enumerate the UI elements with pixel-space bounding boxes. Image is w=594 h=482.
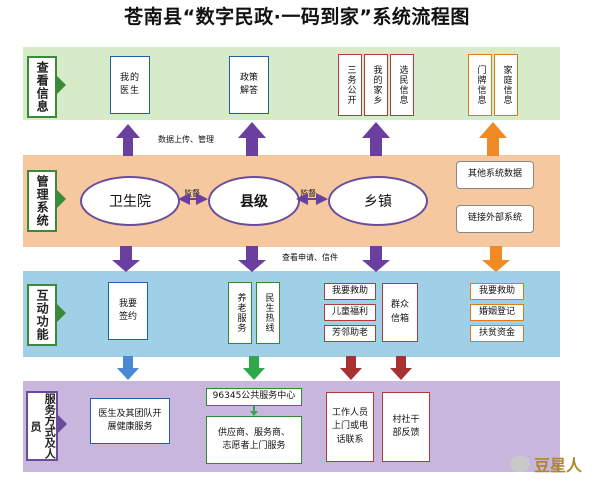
box-cadres[interactable]: 村社干部反馈 <box>382 392 430 462</box>
arrow-down-hospital <box>112 246 140 272</box>
band-arrow-service <box>56 413 67 435</box>
box-door[interactable]: 门牌信息 <box>468 54 492 116</box>
box-livelihood[interactable]: 民生热线 <box>256 282 280 344</box>
box-my-doctor[interactable]: 我的医生 <box>110 56 150 114</box>
arrow-up-town <box>362 122 390 156</box>
note-supervise-right: 监督 <box>300 189 316 198</box>
watermark-logo-icon <box>509 456 530 472</box>
band-arrow-view <box>55 74 66 96</box>
box-elderly[interactable]: 养老服务 <box>228 282 252 344</box>
page-title: 苍南县“数字民政·一码到家”系统流程图 <box>124 6 470 28</box>
band-label-view: 查看信息 <box>27 56 57 118</box>
box-suppliers[interactable]: 供应商、服务商、志愿者上门服务 <box>206 416 302 464</box>
box-other-data[interactable]: 其他系统数据 <box>456 161 534 189</box>
watermark-text: 豆星人 <box>533 456 582 475</box>
box-rescue-2[interactable]: 我要救助 <box>470 283 524 300</box>
arrow-down-elderly <box>243 356 265 380</box>
watermark: 豆星人 <box>509 452 582 476</box>
box-poverty[interactable]: 扶贫资金 <box>470 325 524 342</box>
box-elected[interactable]: 选民信息 <box>390 54 414 116</box>
node-hospital[interactable]: 卫生院 <box>80 176 180 226</box>
arrow-down-rescue <box>340 356 362 380</box>
band-label-service: 服务方式及人员 <box>26 391 58 461</box>
arrow-down-mailbox <box>390 356 412 380</box>
node-town[interactable]: 乡镇 <box>328 176 428 226</box>
box-sign[interactable]: 我要签约 <box>108 282 148 340</box>
note-upload: 数据上传、管理 <box>158 135 214 144</box>
arrow-up-policy <box>238 122 266 156</box>
box-doctor-team[interactable]: 医生及其团队开展健康服务 <box>90 398 170 444</box>
arrow-down-orange <box>482 246 510 272</box>
box-mass-mailbox[interactable]: 群众信箱 <box>382 283 418 342</box>
arrow-down-town <box>362 246 390 272</box>
box-myhome[interactable]: 我的家乡 <box>364 54 388 116</box>
box-family[interactable]: 家庭信息 <box>494 54 518 116</box>
box-child-welfare[interactable]: 儿童福利 <box>324 304 376 321</box>
box-staff[interactable]: 工作人员上门或电话联系 <box>326 392 374 462</box>
box-hotline[interactable]: 96345公共服务中心 <box>206 388 302 406</box>
band-label-service-text: 服务方式及人员 <box>29 393 57 459</box>
arrow-up-doctor <box>116 124 140 156</box>
box-marriage[interactable]: 婚姻登记 <box>470 304 524 321</box>
box-policy[interactable]: 政策解答 <box>229 56 269 114</box>
band-arrow-interact <box>55 302 66 324</box>
box-external[interactable]: 链接外部系统 <box>456 205 534 233</box>
box-sanwu[interactable]: 三务公开 <box>338 54 362 116</box>
note-apply: 查看申请、信件 <box>282 253 338 262</box>
node-county[interactable]: 县级 <box>208 176 300 226</box>
arrow-down-county <box>238 246 266 272</box>
note-supervise-left: 监督 <box>184 189 200 198</box>
arrow-up-orange <box>479 122 507 156</box>
band-arrow-manage <box>55 188 66 210</box>
box-elderly-help[interactable]: 芳邻助老 <box>324 325 376 342</box>
arrow-down-sign <box>117 356 139 380</box>
box-rescue[interactable]: 我要救助 <box>324 283 376 300</box>
